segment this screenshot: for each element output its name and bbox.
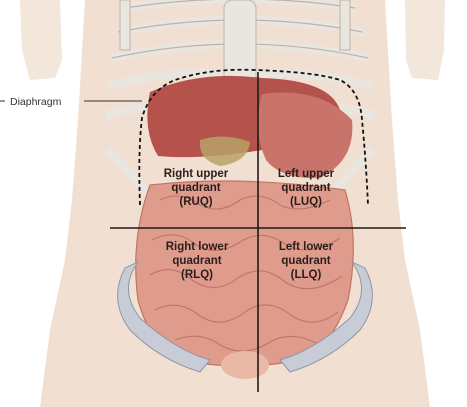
diaphragm-label: Diaphragm (10, 96, 62, 108)
pelvis-right (279, 260, 373, 373)
ruq-line1: Right upper (164, 168, 229, 180)
luq-line1: Left upper (278, 168, 335, 180)
gallbladder (199, 136, 250, 166)
pelvis (117, 260, 211, 373)
luq-line3: (LUQ) (290, 196, 322, 208)
rlq-line3: (RLQ) (181, 269, 213, 281)
bladder (221, 351, 269, 379)
clavicle-left-upper (119, 0, 131, 51)
right-arm-silhouette (405, 0, 445, 80)
llq-line3: (LLQ) (291, 269, 322, 281)
ruq-line3: (RUQ) (179, 196, 212, 208)
rlq-line1: Right lower (166, 241, 229, 253)
stomach (257, 92, 353, 179)
sternum (223, 0, 257, 87)
llq-line2: quadrant (281, 255, 330, 267)
luq-line2: quadrant (281, 182, 330, 194)
rlq-line2: quadrant (172, 255, 221, 267)
diaphragm-outline (138, 68, 369, 206)
ruq-line2: quadrant (171, 182, 220, 194)
clavicle-right-upper (339, 0, 351, 51)
left-arm-silhouette (20, 0, 62, 80)
intestine-folds (149, 195, 343, 352)
llq-line1: Left lower (279, 241, 334, 253)
